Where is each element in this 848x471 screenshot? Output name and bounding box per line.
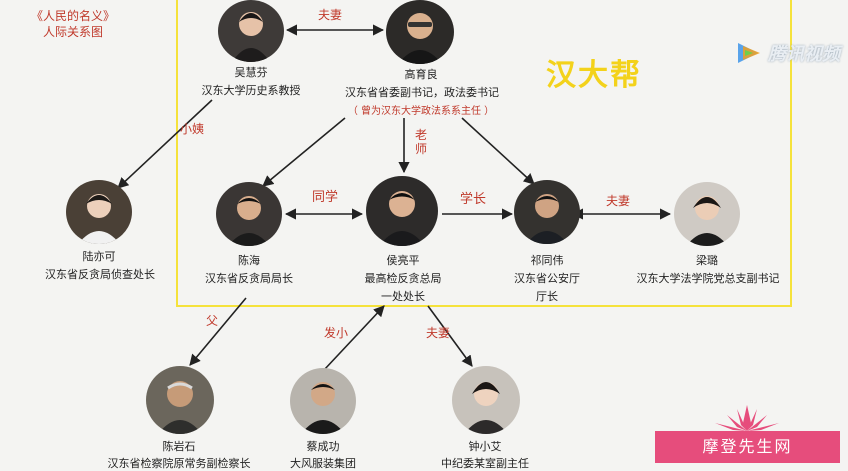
line-hou-cai <box>323 305 385 371</box>
relation-childhood-friend: 发小 <box>324 326 349 340</box>
relation-husband-wife-bottom: 夫妻 <box>426 326 451 340</box>
role-chen-hai: 汉东省反贪局局长 <box>205 272 293 285</box>
title-line2: 人际关系图 <box>42 25 103 39</box>
role-qi-tongwei-2: 厅长 <box>536 290 558 303</box>
avatar-chen-yanshi <box>146 366 214 434</box>
title-line1: 《人民的名义》 <box>30 9 115 23</box>
name-wu-huifen: 吴慧芬 <box>234 66 268 79</box>
name-hou-liangping: 侯亮平 <box>386 254 420 267</box>
role-qi-tongwei-1: 汉东省公安厅 <box>514 272 580 285</box>
han-da-gang-box <box>176 0 792 307</box>
avatar-cai-chenggong <box>290 368 356 434</box>
role-cai-chenggong: 大风服装集团 <box>290 457 356 470</box>
name-zhong-xiaoai: 钟小艾 <box>468 440 502 453</box>
avatar-zhong-xiaoai <box>452 366 520 434</box>
relation-aunt: 小姨 <box>180 122 205 136</box>
role-hou-liangping-1: 最高检反贪总局 <box>364 272 442 285</box>
relation-husband-wife-top: 夫妻 <box>318 8 343 22</box>
name-cai-chenggong: 蔡成功 <box>306 440 340 453</box>
relation-teacher: 老师 <box>414 128 427 156</box>
watermark-text: 腾讯视频 <box>768 44 840 65</box>
relation-classmate: 同学 <box>312 190 339 205</box>
role-zhong-xiaoai: 中纪委某室副主任 <box>441 457 529 470</box>
site-brand-text: 摩登先生网 <box>655 431 840 463</box>
name-lu-yike: 陆亦可 <box>82 250 116 263</box>
line-gao-qi <box>461 117 535 185</box>
avatar-wu-huifen <box>218 0 284 62</box>
avatar-chen-hai <box>216 182 282 246</box>
avatar-hou-liangping <box>366 176 438 246</box>
role-hou-liangping-2: 一处处长 <box>381 290 425 303</box>
line-wu-lu <box>117 99 213 189</box>
name-chen-yanshi: 陈岩石 <box>162 440 196 453</box>
name-chen-hai: 陈海 <box>238 254 260 267</box>
role-lu-yike: 汉东省反贪局侦查处长 <box>45 268 155 281</box>
role-liang-lu: 汉东大学法学院党总支副书记 <box>636 272 780 285</box>
name-qi-tongwei: 祁同伟 <box>530 254 564 267</box>
role-wu-huifen: 汉东大学历史系教授 <box>201 84 301 97</box>
avatar-lu-yike <box>66 180 132 244</box>
line-gao-chenhai <box>262 117 346 187</box>
relation-senior: 学长 <box>460 192 487 207</box>
group-label: 汉大帮 <box>546 58 642 93</box>
line-hou-zhong <box>427 305 473 367</box>
role-chen-yanshi: 汉东省检察院原常务副检察长 <box>107 457 251 470</box>
lotus-icon <box>715 405 779 431</box>
note-gao-yuliang: （ 曾为汉东大学政法系系主任 ） <box>347 106 495 117</box>
tencent-video-logo-icon <box>738 43 760 63</box>
role-gao-yuliang: 汉东省省委副书记，政法委书记 <box>345 86 499 99</box>
name-gao-yuliang: 高育良 <box>404 68 438 81</box>
relation-father: 父 <box>206 314 219 328</box>
avatar-qi-tongwei <box>514 180 580 244</box>
avatar-liang-lu <box>674 182 740 246</box>
line-chenhai-chenyan <box>189 297 247 366</box>
chart-title: 《人民的名义》 人际关系图 <box>18 8 128 40</box>
site-brand-mark: 摩登先生网 <box>655 403 840 463</box>
name-liang-lu: 梁璐 <box>696 254 718 267</box>
tencent-video-watermark: 腾讯视频 <box>734 40 840 66</box>
avatar-gao-yuliang <box>386 0 454 64</box>
relation-husband-wife-right: 夫妻 <box>606 194 631 208</box>
